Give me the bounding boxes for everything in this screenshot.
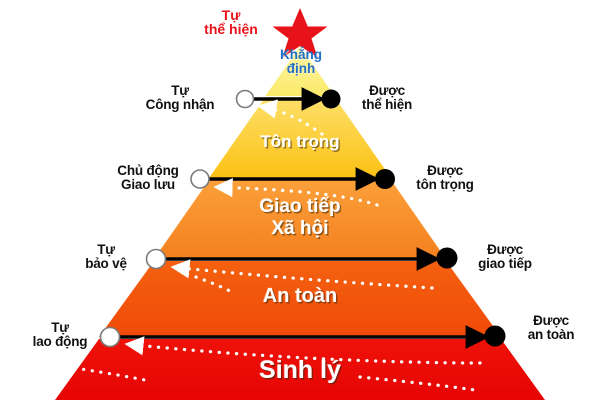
affirmation-line1: Khẳng <box>280 47 322 62</box>
band-an-toan <box>99 261 501 337</box>
band-sinh-ly <box>55 339 545 400</box>
row-3-right-label: Được giao tiếp <box>461 243 549 271</box>
row-4-left-line2: lao động <box>32 333 88 349</box>
band-label-giao-tiep-line2: Xã hội <box>271 217 329 239</box>
node-filled-row-1 <box>321 89 341 109</box>
node-open-row-3 <box>145 248 167 270</box>
red-star-icon <box>272 8 328 58</box>
row-4-left-line1: Tự <box>51 320 69 335</box>
dotted-strand-an-toan-left <box>194 275 234 294</box>
top-label: Tự thể hiện <box>186 8 276 37</box>
row-3-left-line1: Tự <box>97 242 115 257</box>
row-3-left-line2: bảo vệ <box>85 255 127 271</box>
node-filled-row-4 <box>484 325 506 347</box>
row-4-right-label: Được an toàn <box>508 314 594 342</box>
dotted-strand-sinh-ly-left <box>73 366 152 383</box>
row-1-right-line2: thể hiện <box>361 96 413 112</box>
band-khang-dinh <box>265 46 335 96</box>
band-label-giao-tiep-line1: Giao tiếp <box>259 196 341 217</box>
dotted-arrow-row-1 <box>257 99 324 136</box>
affirmation-label: Khẳng định <box>266 48 336 75</box>
dotted-strand-sinh-ly-right <box>358 375 477 392</box>
row-2-right-line1: Được <box>427 163 463 178</box>
row-1-right-label: Được thể hiện <box>345 84 429 112</box>
band-giao-tiep <box>154 180 446 259</box>
top-label-line1: Tự <box>221 7 241 23</box>
row-2-left-label: Chủ động Giao lưu <box>100 164 196 192</box>
row-1-left-line1: Tự <box>171 83 189 98</box>
row-4-right-line2: an toàn <box>527 326 575 342</box>
row-2-left-line2: Giao lưu <box>121 176 175 192</box>
row-2-left-line1: Chủ động <box>117 163 179 178</box>
row-1-left-label: Tự Công nhận <box>128 84 232 112</box>
dotted-arrow-row-3 <box>170 259 434 290</box>
row-4-right-line1: Được <box>533 313 569 328</box>
node-open-row-1 <box>235 89 255 109</box>
node-filled-row-3 <box>436 247 458 269</box>
row-3-right-line2: giao tiếp <box>478 255 532 271</box>
band-label-an-toan: An toàn <box>262 285 338 307</box>
band-label-ton-trong: Tôn trọng <box>260 132 340 151</box>
row-1-right-line1: Được <box>369 83 405 98</box>
affirmation-line2: định <box>286 60 316 76</box>
node-open-row-4 <box>99 326 121 348</box>
dotted-arrow-row-4 <box>124 336 482 365</box>
node-open-row-2 <box>190 169 210 189</box>
band-label-sinh-ly: Sinh lý <box>259 356 341 384</box>
band-label-giao-tiep: Giao tiếp Xã hội <box>225 196 375 240</box>
row-2-right-label: Được tôn trọng <box>398 164 492 192</box>
row-3-right-line1: Được <box>487 242 523 257</box>
band-ton-trong <box>209 97 391 178</box>
row-2-right-line2: tôn trọng <box>416 176 474 192</box>
row-1-left-line2: Công nhận <box>145 96 215 112</box>
row-4-left-label: Tự lao động <box>18 321 102 349</box>
node-filled-row-2 <box>375 169 395 189</box>
top-label-line2: thể hiện <box>204 21 258 38</box>
row-3-left-label: Tự bảo vệ <box>66 243 146 271</box>
